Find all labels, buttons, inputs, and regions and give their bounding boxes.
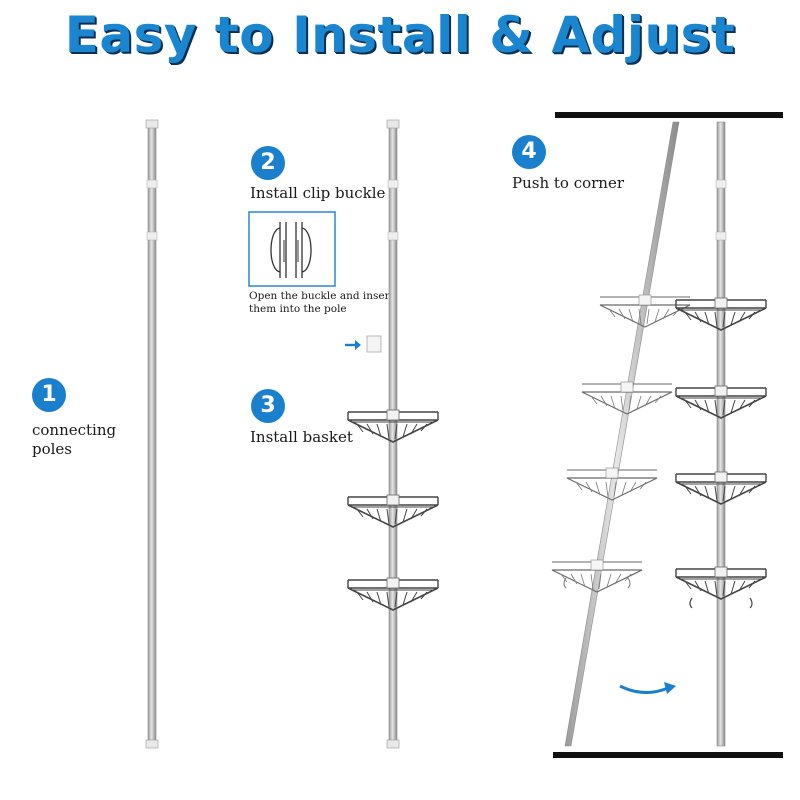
step-3-label: Install basket <box>250 428 353 446</box>
pole-tilted <box>551 121 691 747</box>
step-4-label: Push to corner <box>512 174 625 192</box>
step-4-badge: 4 <box>512 135 546 169</box>
step-1-badge: 1 <box>32 378 66 412</box>
step-2-label: Install clip buckle <box>250 184 386 202</box>
page-title: Easy to Install & Adjust <box>64 6 736 64</box>
step-1-label: connecting poles <box>32 421 116 459</box>
pole-step-3 <box>347 119 439 749</box>
pole-step-1 <box>145 119 159 749</box>
clip-buckle-icon <box>248 211 336 287</box>
step-2-note-line1: Open the buckle and insert <box>249 290 394 302</box>
step-1-label-line1: connecting <box>32 421 117 439</box>
floor-bar <box>553 752 783 758</box>
step-1-label-line2: poles <box>32 440 73 458</box>
curved-arrow-icon <box>619 682 676 694</box>
step-2-note-line2: them into the pole <box>249 303 347 315</box>
pole-upright <box>675 121 767 747</box>
step-2-note: Open the buckle and insert them into the… <box>249 290 399 316</box>
step-3-badge: 3 <box>251 389 285 423</box>
ceiling-bar <box>555 112 783 118</box>
step-2-badge: 2 <box>251 146 285 180</box>
arrow-right-icon <box>345 335 382 353</box>
